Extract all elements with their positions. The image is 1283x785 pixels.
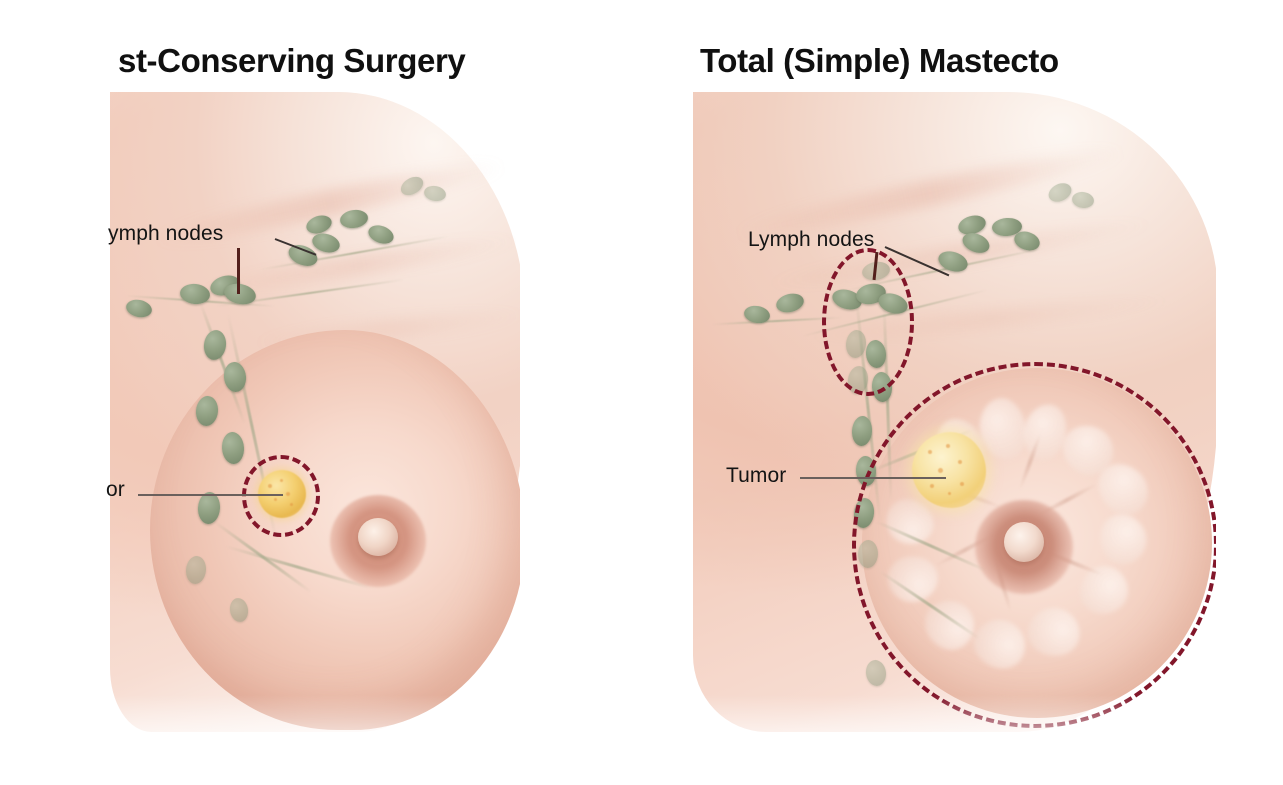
tumor-right [912,432,986,508]
surgical-margin-axillary-nodes [822,248,914,396]
panel-title-right: Total (Simple) Mastecto [700,42,1059,79]
surgical-margin-mastectomy [852,362,1218,728]
label-tumor-left: or [106,478,125,501]
panel-gap [520,0,692,785]
leader-line-lymph-left [237,248,240,294]
label-lymph-nodes-left: ymph nodes [108,222,224,245]
panel-title-left: st-Conserving Surgery [118,42,466,79]
right-margin [1216,0,1283,785]
label-tumor-right: Tumor [726,464,787,487]
panel-breast-conserving-surgery: st-Conserving Surgery [0,0,640,785]
leader-line-tumor-right [800,477,946,479]
leader-line-tumor-left [138,494,283,496]
label-lymph-nodes-right: Lymph nodes [748,228,875,251]
surgical-margin-lumpectomy [242,455,320,537]
bottom-fade [0,695,1283,785]
nipple-left [358,518,398,556]
